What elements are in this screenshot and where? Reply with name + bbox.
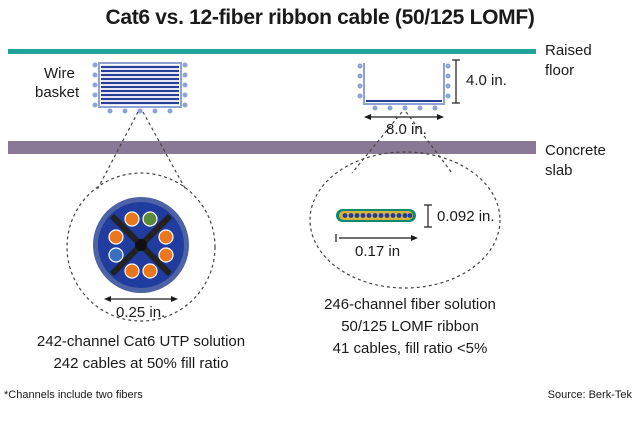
concrete-slab-label-line2: slab [545, 162, 573, 179]
basket-width-label: 8.0 in. [386, 121, 427, 138]
ribbon-width-dimension [335, 234, 418, 242]
ribbon-height-dimension [424, 204, 432, 228]
source-credit: Source: Berk-Tek [547, 389, 632, 401]
cat6-wire-basket [92, 62, 188, 114]
wire-basket-label-line2: basket [35, 84, 80, 101]
ribbon-height-label: 0.092 in. [437, 208, 495, 225]
fiber-caption-line2: 50/125 LOMF ribbon [341, 318, 479, 335]
wire-basket-label-line1: Wire [44, 65, 75, 82]
fiber-ribbon-cross-section [336, 209, 416, 222]
raised-floor-label-line2: floor [545, 62, 575, 79]
cat6-diameter-label: 0.25 in. [116, 304, 166, 321]
cat6-caption-line2: 242 cables at 50% fill ratio [53, 355, 229, 372]
raised-floor-line [8, 49, 536, 54]
fiber-caption-line3: 41 cables, fill ratio <5% [332, 340, 488, 357]
cat6-caption-line1: 242-channel Cat6 UTP solution [36, 333, 246, 350]
diagram-title: Cat6 vs. 12-fiber ribbon cable (50/125 L… [105, 6, 535, 29]
cat6-cable-cross-section [93, 197, 189, 293]
concrete-slab-bar [8, 141, 536, 154]
basket-height-dimension [452, 59, 460, 104]
raised-floor-label-line1: Raised [545, 42, 592, 59]
fiber-wire-basket [357, 63, 451, 111]
concrete-slab-label-line1: Concrete [545, 142, 606, 159]
basket-width-dimension [364, 114, 444, 120]
cat6-diameter-dimension [104, 296, 178, 302]
fiber-zoom-callout [309, 111, 501, 289]
footnote: *Channels include two fibers [4, 389, 143, 401]
fiber-caption-line1: 246-channel fiber solution [324, 296, 496, 313]
cat6-zoom-callout [66, 111, 216, 322]
ribbon-width-label: 0.17 in [355, 243, 401, 260]
basket-height-label: 4.0 in. [466, 72, 507, 89]
